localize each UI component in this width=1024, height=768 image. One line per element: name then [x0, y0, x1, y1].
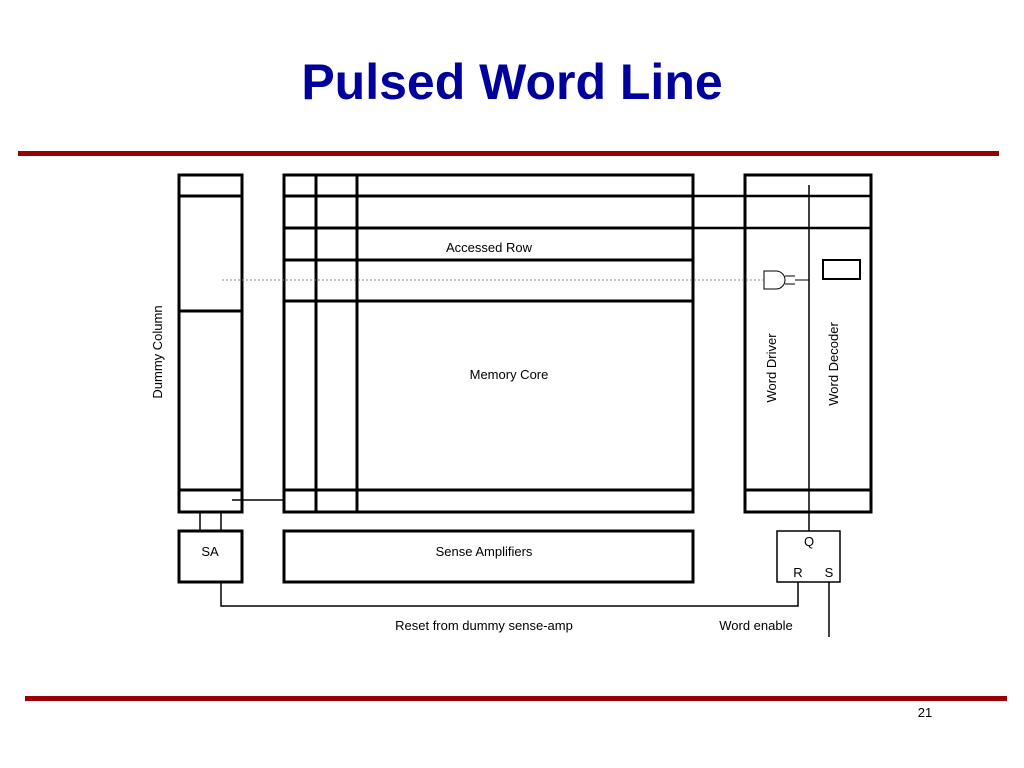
- reset-wire: [220, 582, 799, 607]
- bottom-divider: [25, 696, 1007, 701]
- sense-amplifiers-label: Sense Amplifiers: [436, 544, 533, 559]
- latch-q-label: Q: [804, 534, 814, 549]
- dummy-column: [177, 173, 244, 514]
- reset-label: Reset from dummy sense-amp: [395, 618, 573, 633]
- decoder-box: [822, 259, 861, 280]
- latch-s-label: S: [825, 565, 834, 580]
- latch-r-label: R: [793, 565, 802, 580]
- dummy-column-label: Dummy Column: [150, 305, 165, 398]
- sa-label: SA: [201, 544, 219, 559]
- word-decoder-label: Word Decoder: [826, 322, 841, 406]
- sa-box: [177, 529, 244, 584]
- page-number: 21: [917, 705, 933, 720]
- and-gate-icon: [763, 270, 786, 290]
- sense-amplifiers-box: [282, 529, 695, 584]
- word-driver-label: Word Driver: [764, 333, 779, 403]
- slide-title: Pulsed Word Line: [301, 54, 723, 110]
- top-divider: [18, 151, 999, 156]
- word-enable-label: Word enable: [719, 618, 792, 633]
- memory-core-label: Memory Core: [470, 367, 549, 382]
- word-driver-decoder-block: [743, 173, 873, 514]
- memory-core-array: [282, 173, 695, 514]
- accessed-row-label: Accessed Row: [446, 240, 533, 255]
